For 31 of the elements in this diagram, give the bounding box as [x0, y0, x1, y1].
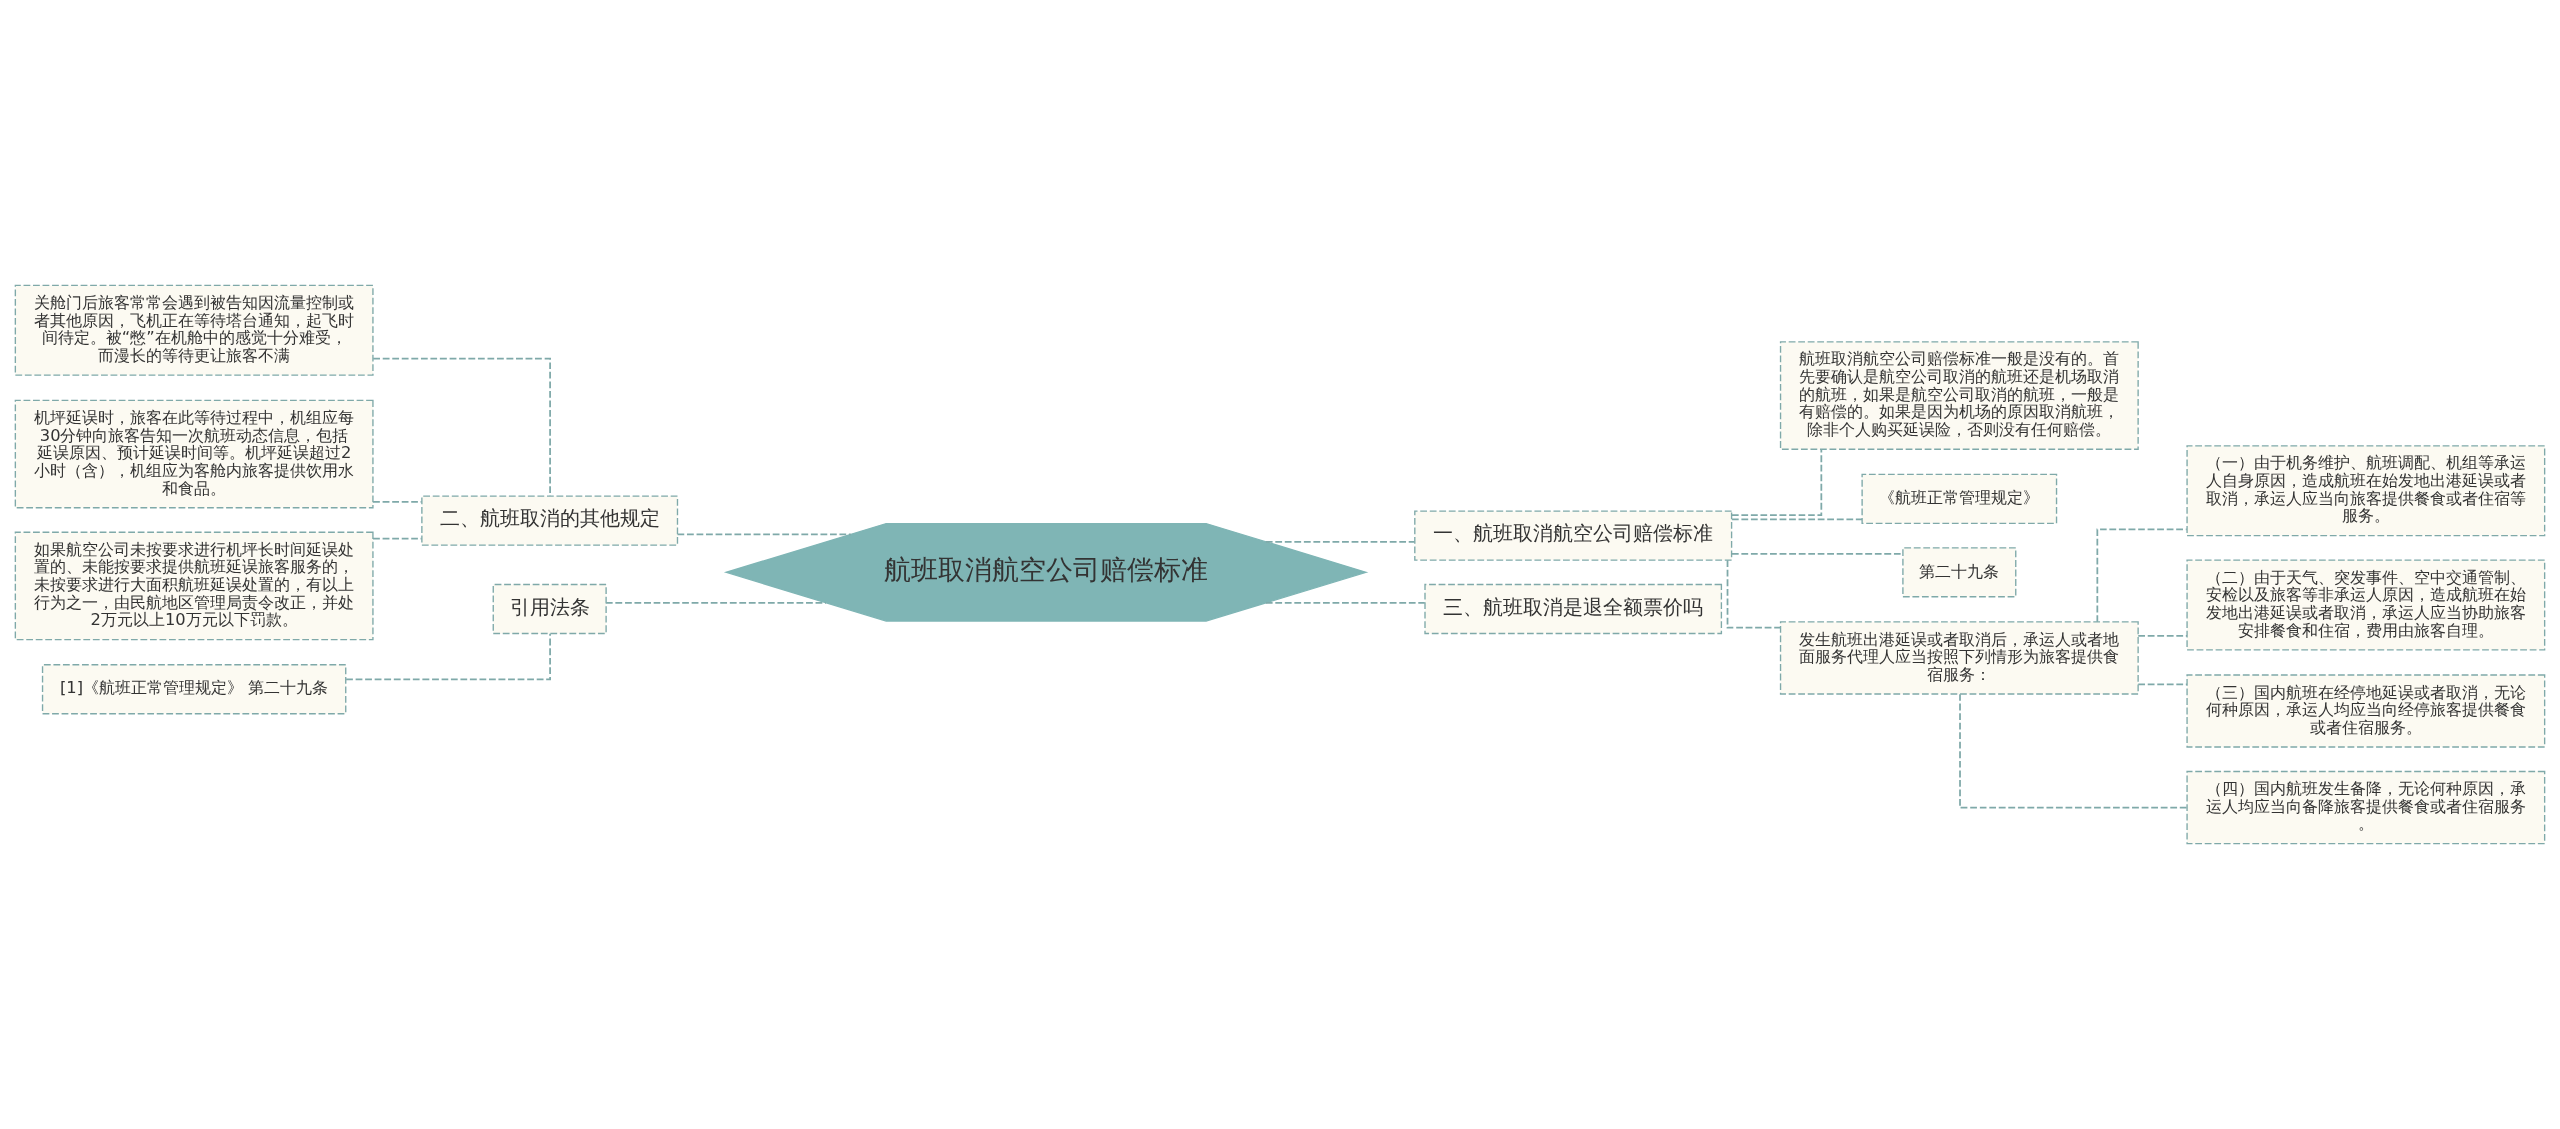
node-box: 一、航班取消航空公司赔偿标准 [1414, 510, 1733, 561]
node-box: 关舱门后旅客常常会遇到被告知因流量控制或者其他原因，飞机正在等待塔台通知，起飞时间待定。被“憋”在机舱中的感觉十分难受，而漫长的等待更让旅客不满 [14, 284, 374, 376]
node-box: （一）由于机务维护、航班调配、机组等承运人自身原因，造成航班在始发地出港延误或者取消，承运人应当向旅客提供餐食或者住宿等服务。 [2186, 445, 2546, 537]
connector [2137, 635, 2188, 637]
connector [2137, 683, 2188, 686]
node-box: 三、航班取消是退全额票价吗 [1424, 583, 1723, 635]
node-box: （四）国内航班发生备降，无论何种原因，承运人均应当向备降旅客提供餐食或者住宿服务。 [2186, 770, 2546, 845]
connector [345, 632, 551, 681]
connector [605, 601, 827, 604]
connector [372, 537, 423, 540]
node-box: 机坪延误时，旅客在此等待过程中，机组应每30分钟向旅客告知一次航班动态信息，包括延误原因、预计延误时间等。机坪延误超过2小时（含），机组应为客舱内旅客提供饮用水和食品。 [14, 399, 374, 509]
connector [1959, 693, 2188, 809]
node-box: [1]《航班正常管理规定》 第二十九条 [41, 664, 347, 715]
node-box: 第二十九条 [1902, 547, 2017, 598]
node-box: 如果航空公司未按要求进行机坪长时间延误处置的、未能按要求提供航班延误旅客服务的，未按要求进行大面积航班延误处置的，有以上行为之一，由民航地区管理局责令改正，并处2万元以上10万元以下罚款。 [14, 531, 374, 641]
connector [1726, 559, 1781, 629]
connector [372, 501, 423, 503]
connector [1264, 601, 1426, 604]
node-box: （三）国内航班在经停地延误或者取消，无论何种原因，承运人均应当向经停旅客提供餐食或者住宿服务。 [2186, 674, 2546, 748]
connector [2096, 528, 2188, 623]
connector [1731, 553, 1904, 555]
node-box: （二）由于天气、突发事件、空中交通管制、安检以及旅客等非承运人原因，造成航班在始发地出港延误或者取消，承运人应当协助旅客安排餐食和住宿，费用由旅客自理。 [2186, 559, 2546, 651]
connector [1264, 540, 1416, 543]
connector [1731, 518, 1863, 521]
connector [1730, 448, 1823, 517]
node-box: 发生航班出港延误或者取消后，承运人或者地面服务代理人应当按照下列情形为旅客提供食宿服务： [1779, 621, 2139, 695]
node-box: 《航班正常管理规定》 [1861, 473, 2058, 525]
node-box: 二、航班取消的其他规定 [421, 495, 679, 546]
connector [676, 533, 852, 536]
node-box: 引用法条 [492, 583, 607, 635]
node-box: 航班取消航空公司赔偿标准一般是没有的。首先要确认是航空公司取消的航班还是机场取消的航班，如果是航空公司取消的航班，一般是有赔偿的。如果是因为机场的原因取消航班，除非个人购买延误险，否则没有任何赔偿。 [1779, 341, 2139, 450]
